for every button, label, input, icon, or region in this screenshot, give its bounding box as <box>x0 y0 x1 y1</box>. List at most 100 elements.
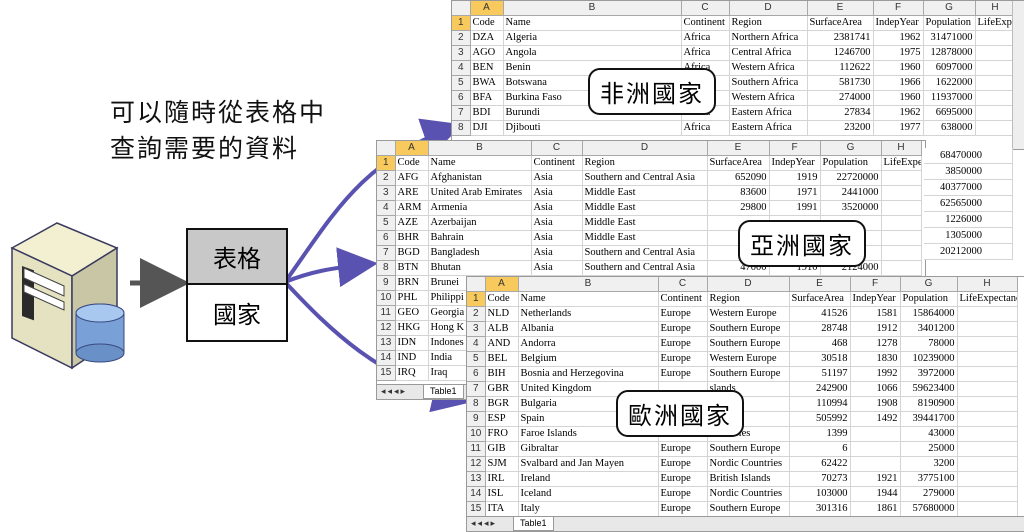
table-cell[interactable]: Africa <box>681 45 730 61</box>
table-cell[interactable]: IND <box>395 350 429 366</box>
table-cell[interactable]: Europe <box>658 366 708 382</box>
table-cell[interactable]: 8190900 <box>900 396 958 412</box>
row-number[interactable]: 2 <box>377 170 396 186</box>
table-cell[interactable]: 279000 <box>900 486 958 502</box>
table-cell[interactable]: Africa <box>681 120 730 136</box>
table-cell[interactable]: HKG <box>395 320 429 336</box>
table-cell[interactable]: 10239000 <box>900 351 958 367</box>
table-cell[interactable] <box>957 321 1018 337</box>
column-letter[interactable]: E <box>807 1 874 16</box>
table-cell[interactable]: Europe <box>658 441 708 457</box>
table-cell[interactable]: 242900 <box>789 381 851 397</box>
field-header[interactable]: Population <box>900 291 958 307</box>
table-cell[interactable]: 40377000 <box>924 180 1012 196</box>
table-cell[interactable]: 6097000 <box>923 60 976 76</box>
row-number[interactable]: 8 <box>467 396 486 412</box>
field-header[interactable]: Continent <box>658 291 708 307</box>
table-cell[interactable]: Angola <box>503 45 682 61</box>
table-cell[interactable]: 1908 <box>850 396 901 412</box>
table-cell[interactable]: Asia <box>531 245 583 261</box>
table-cell[interactable]: AZE <box>395 215 429 231</box>
table-cell[interactable]: Southern Africa <box>729 75 808 91</box>
table-cell[interactable]: 11937000 <box>923 90 976 106</box>
field-header[interactable]: Region <box>729 15 808 31</box>
table-cell[interactable]: Southern and Central Asia <box>582 245 708 261</box>
table-cell[interactable]: GIB <box>485 441 519 457</box>
table-cell[interactable]: 62565000 <box>924 196 1012 212</box>
column-letter[interactable]: D <box>729 1 808 16</box>
row-number[interactable]: 6 <box>452 90 471 106</box>
table-cell[interactable]: 23200 <box>807 120 874 136</box>
table-cell[interactable]: 1975 <box>873 45 924 61</box>
table-cell[interactable]: Southern and Central Asia <box>582 260 708 276</box>
row-number[interactable]: 15 <box>467 501 486 517</box>
sheet-nav-arrows[interactable]: ◂◂◂▸ <box>471 518 498 528</box>
field-header[interactable]: Region <box>582 155 708 171</box>
table-cell[interactable]: 274000 <box>807 90 874 106</box>
table-cell[interactable]: GEO <box>395 305 429 321</box>
table-cell[interactable]: 2441000 <box>820 185 882 201</box>
table-cell[interactable]: ITA <box>485 501 519 517</box>
table-cell[interactable]: 1912 <box>850 321 901 337</box>
row-number[interactable]: 11 <box>377 305 396 321</box>
table-cell[interactable]: Southern Europe <box>707 441 790 457</box>
table-cell[interactable] <box>975 60 1016 76</box>
column-letter[interactable]: B <box>428 141 532 156</box>
table-cell[interactable]: Western Africa <box>729 60 808 76</box>
corner-cell[interactable] <box>452 1 471 16</box>
row-number[interactable]: 14 <box>467 486 486 502</box>
corner-cell[interactable] <box>467 277 486 292</box>
field-header[interactable]: Continent <box>531 155 583 171</box>
africa-scrollbar[interactable] <box>1012 1 1024 149</box>
table-cell[interactable] <box>975 75 1016 91</box>
field-header[interactable]: Code <box>395 155 429 171</box>
table-cell[interactable]: SJM <box>485 456 519 472</box>
row-number[interactable]: 12 <box>377 320 396 336</box>
table-cell[interactable]: 505992 <box>789 411 851 427</box>
table-cell[interactable]: 1861 <box>850 501 901 517</box>
table-cell[interactable]: Andorra <box>518 336 659 352</box>
row-number[interactable]: 8 <box>452 120 471 136</box>
row-number[interactable]: 10 <box>377 290 396 306</box>
table-cell[interactable]: Asia <box>531 185 583 201</box>
row-number[interactable]: 1 <box>467 291 486 307</box>
table-cell[interactable]: 1622000 <box>923 75 976 91</box>
field-header[interactable]: Population <box>923 15 976 31</box>
row-number[interactable]: 3 <box>377 185 396 201</box>
table-cell[interactable]: BEL <box>485 351 519 367</box>
column-letter[interactable]: A <box>470 1 504 16</box>
table-cell[interactable] <box>881 245 922 261</box>
table-cell[interactable]: 41526 <box>789 306 851 322</box>
table-cell[interactable]: DZA <box>470 30 504 46</box>
table-cell[interactable]: Middle East <box>582 215 708 231</box>
field-header[interactable]: Name <box>518 291 659 307</box>
table-cell[interactable]: Europe <box>658 306 708 322</box>
table-cell[interactable] <box>957 486 1018 502</box>
table-cell[interactable]: PHL <box>395 290 429 306</box>
field-header[interactable]: IndepYear <box>850 291 901 307</box>
table-cell[interactable]: 1919 <box>769 170 821 186</box>
table-cell[interactable] <box>957 471 1018 487</box>
table-cell[interactable]: 1960 <box>873 90 924 106</box>
table-cell[interactable]: ARM <box>395 200 429 216</box>
table-cell[interactable]: 1066 <box>850 381 901 397</box>
table-cell[interactable]: 1977 <box>873 120 924 136</box>
field-header[interactable]: Continent <box>681 15 730 31</box>
table-cell[interactable]: 1962 <box>873 105 924 121</box>
field-header[interactable]: IndepYear <box>873 15 924 31</box>
table-cell[interactable] <box>881 200 922 216</box>
table-cell[interactable]: Western Europe <box>707 306 790 322</box>
table-cell[interactable]: FRO <box>485 426 519 442</box>
table-cell[interactable]: 1278 <box>850 336 901 352</box>
table-cell[interactable]: Eastern Africa <box>729 120 808 136</box>
row-number[interactable]: 12 <box>467 456 486 472</box>
table-cell[interactable]: 3200 <box>900 456 958 472</box>
table-cell[interactable] <box>881 185 922 201</box>
table-cell[interactable]: BFA <box>470 90 504 106</box>
table-cell[interactable]: Southern and Central Asia <box>582 170 708 186</box>
table-cell[interactable]: 30518 <box>789 351 851 367</box>
table-cell[interactable]: 83600 <box>707 185 770 201</box>
table-cell[interactable] <box>975 30 1016 46</box>
table-cell[interactable]: 78000 <box>900 336 958 352</box>
column-letter[interactable]: B <box>518 277 659 292</box>
